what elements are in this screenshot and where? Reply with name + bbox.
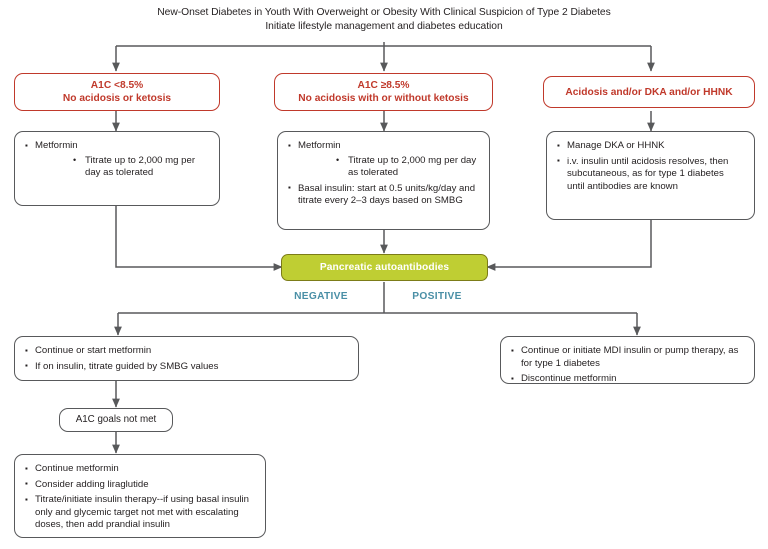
treatment-right-bullet-1: Manage DKA or HHNK: [557, 140, 744, 153]
treatment-left-bullet-1: Metformin Titrate up to 2,000 mg per day…: [25, 140, 209, 180]
decision-a1c-high-line1: A1C ≥8.5%: [357, 80, 410, 91]
decision-a1c-low-line1: A1C <8.5%: [90, 80, 144, 91]
outcome-box-negative[interactable]: Continue or start metformin If on insuli…: [14, 336, 359, 381]
diagram-title: New-Onset Diabetes in Youth With Overwei…: [0, 6, 768, 34]
diagram-title-line1: New-Onset Diabetes in Youth With Overwei…: [157, 7, 611, 18]
branch-label-positive: POSITIVE: [412, 291, 462, 302]
decision-box-a1c-high[interactable]: A1C ≥8.5% No acidosis with or without ke…: [274, 73, 493, 111]
antibody-test-box[interactable]: Pancreatic autoantibodies: [281, 254, 488, 281]
decision-a1c-high-line2: No acidosis with or without ketosis: [298, 93, 469, 104]
connector-right-to-antibody: [486, 220, 652, 271]
treatment-box-right[interactable]: Manage DKA or HHNK i.v. insulin until ac…: [546, 131, 755, 220]
decision-box-acidosis[interactable]: Acidosis and/or DKA and/or HHNK: [543, 76, 755, 108]
escalation-bullet-3: Titrate/initiate insulin therapy--if usi…: [25, 494, 255, 532]
connector-left-to-antibody: [115, 206, 283, 271]
treatment-right-bullet-2: i.v. insulin until acidosis resolves, th…: [557, 155, 744, 194]
treatment-middle-bullet-1: Metformin Titrate up to 2,000 mg per day…: [288, 140, 479, 180]
escalation-bullet-2: Consider adding liraglutide: [25, 478, 255, 492]
decision-box-a1c-low[interactable]: A1C <8.5% No acidosis or ketosis: [14, 73, 220, 111]
outcome-box-positive[interactable]: Continue or initiate MDI insulin or pump…: [500, 336, 755, 386]
diagram-title-line2: Initiate lifestyle management and diabet…: [265, 21, 503, 32]
escalation-box[interactable]: Continue metformin Consider adding lirag…: [14, 454, 266, 538]
treatment-middle-bullet-2: Basal insulin: start at 0.5 units/kg/day…: [288, 182, 479, 208]
goals-not-met-label: A1C goals not met: [75, 413, 157, 425]
outcome-negative-bullet-2: If on insulin, titrate guided by SMBG va…: [25, 360, 348, 374]
outcome-positive-bullet-2: Discontinue metformin: [511, 373, 744, 386]
antibody-test-label: Pancreatic autoantibodies: [319, 262, 450, 273]
treatment-box-left[interactable]: Metformin Titrate up to 2,000 mg per day…: [14, 131, 220, 206]
treatment-middle-subbullet-1: Titrate up to 2,000 mg per day as tolera…: [336, 154, 479, 180]
goals-not-met-box[interactable]: A1C goals not met: [59, 408, 173, 432]
treatment-box-middle[interactable]: Metformin Titrate up to 2,000 mg per day…: [277, 131, 490, 230]
outcome-negative-bullet-1: Continue or start metformin: [25, 345, 348, 358]
decision-acidosis-line1: Acidosis and/or DKA and/or HHNK: [565, 86, 733, 98]
branch-label-negative: NEGATIVE: [294, 291, 348, 302]
decision-a1c-low-line2: No acidosis or ketosis: [62, 93, 172, 104]
escalation-bullet-1: Continue metformin: [25, 463, 255, 476]
outcome-positive-bullet-1: Continue or initiate MDI insulin or pump…: [511, 344, 744, 370]
treatment-left-subbullet-1: Titrate up to 2,000 mg per day as tolera…: [73, 154, 209, 180]
